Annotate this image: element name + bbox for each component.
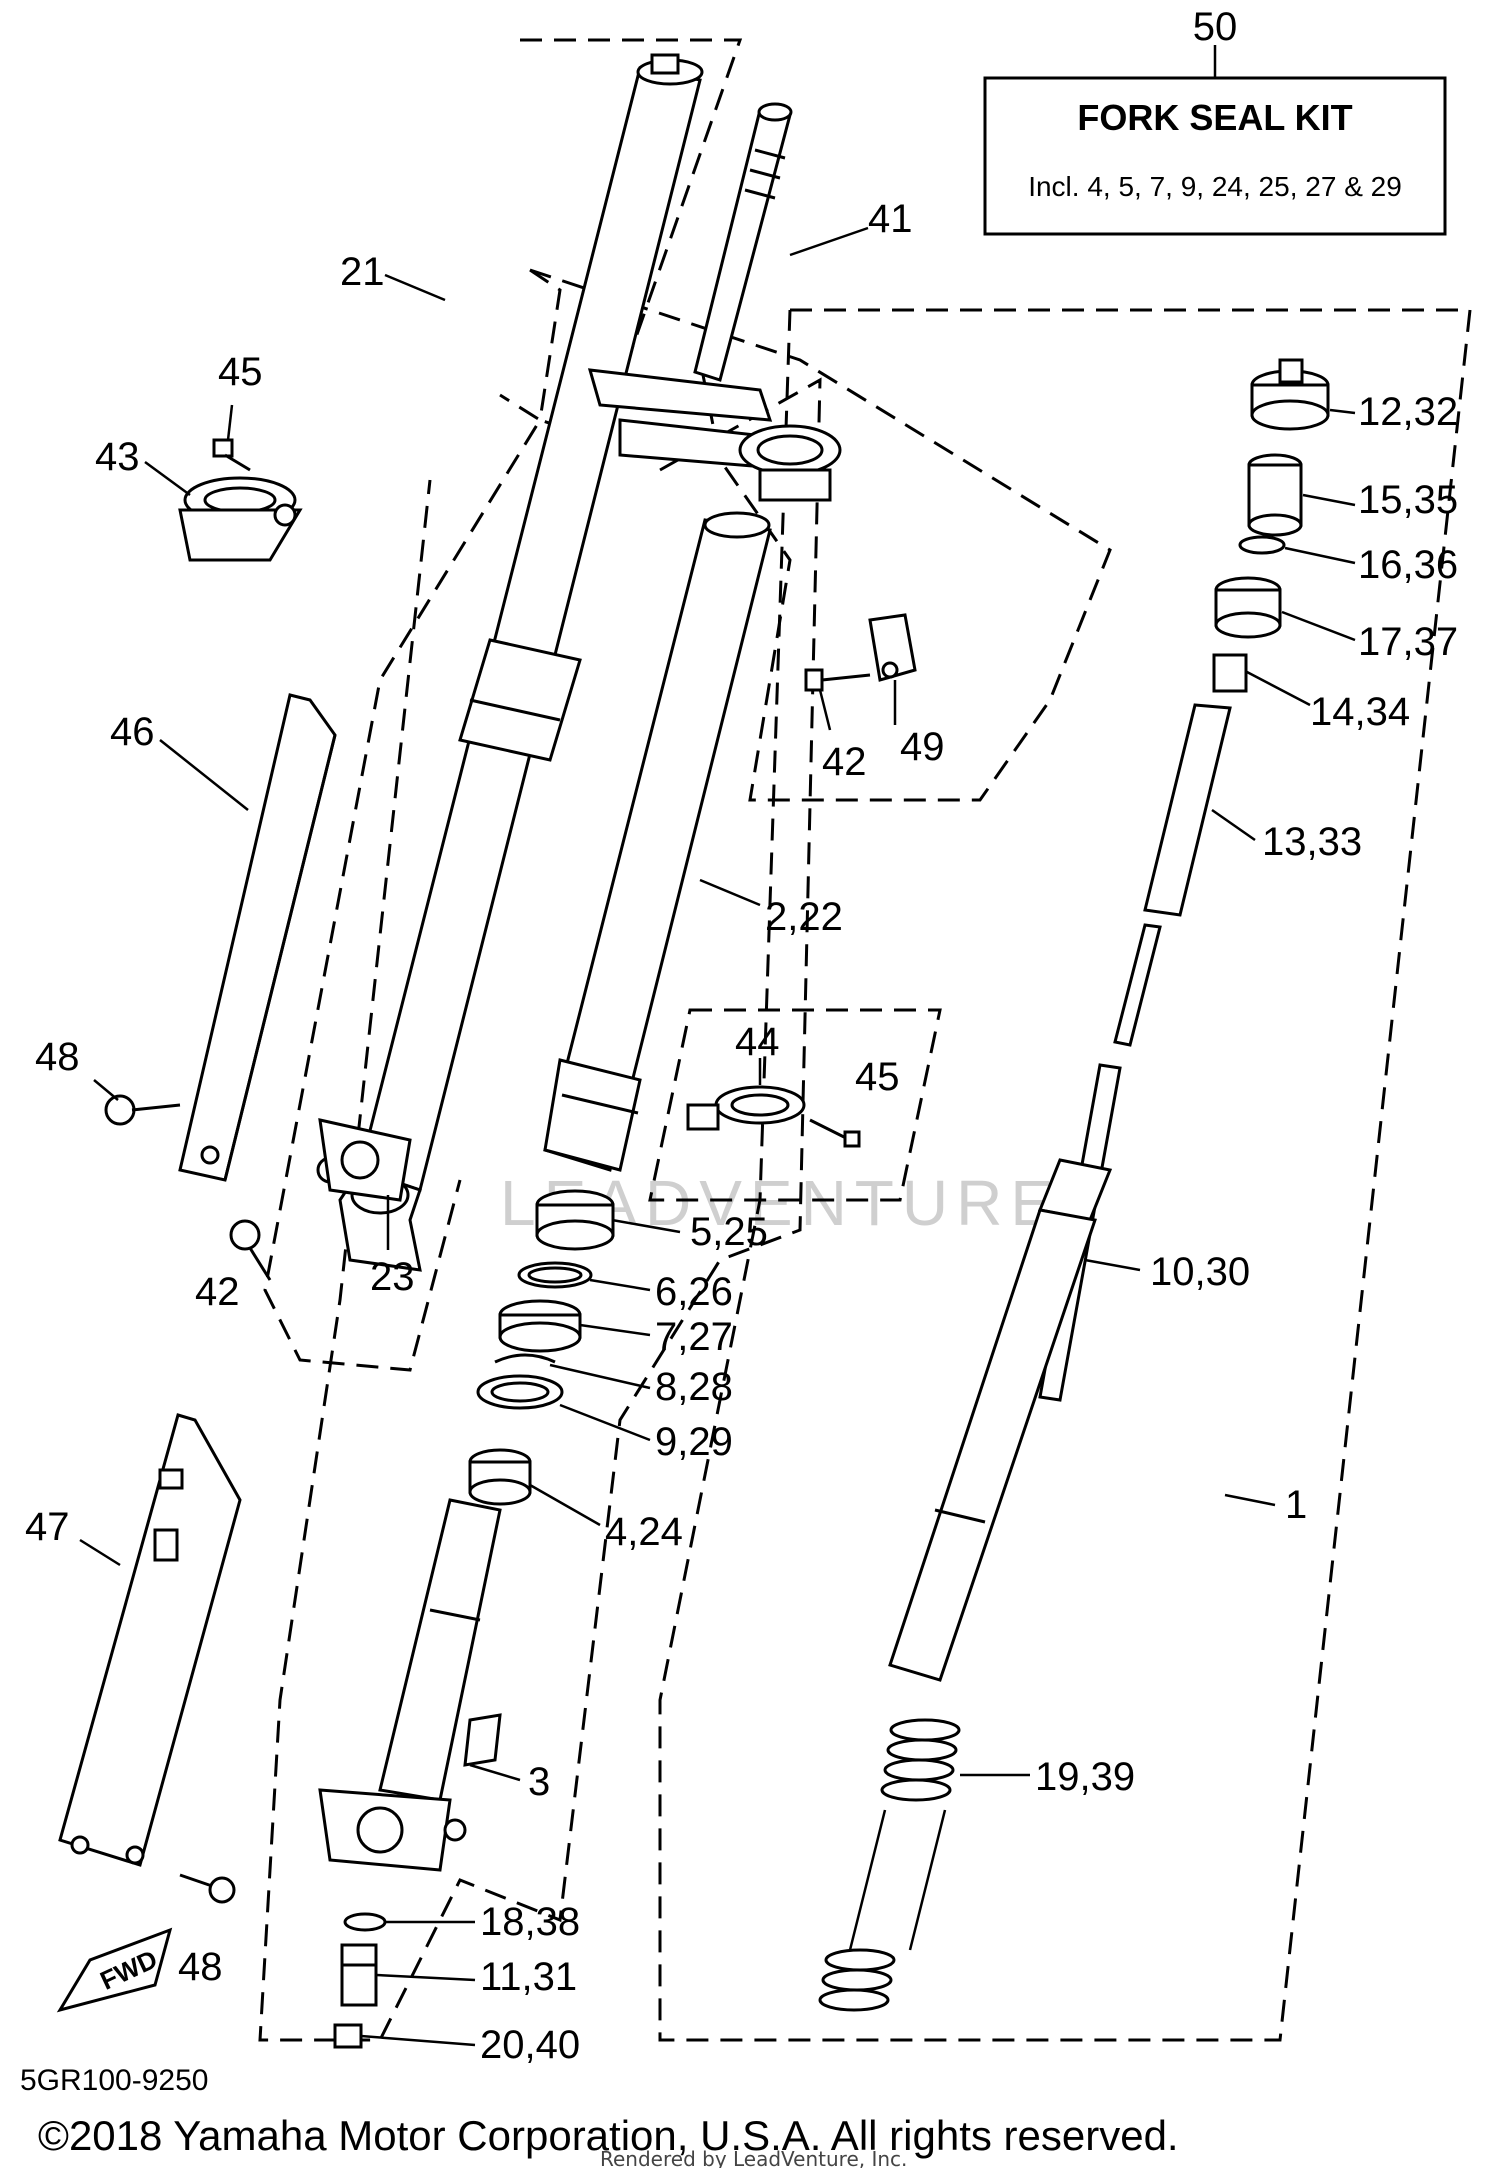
- callout-46: 46: [110, 710, 155, 754]
- part-rod: [1113, 923, 1162, 1047]
- callout-48a: 48: [35, 1035, 80, 1079]
- callout-16: 16,36: [1358, 543, 1458, 587]
- part-45-bolt: [212, 438, 251, 472]
- callout-45b: 45: [855, 1055, 900, 1099]
- callout-17: 17,37: [1358, 620, 1458, 664]
- callout-20: 20,40: [480, 2023, 580, 2067]
- callout-labels: 50 41 21 45 43 12,32 15,35 16,36 17,37 1…: [25, 5, 1458, 2067]
- part-46-guard: [178, 693, 337, 1182]
- outline-clamp: [529, 268, 1112, 802]
- part-47-guard: [58, 1413, 242, 1867]
- callout-18: 18,38: [480, 1900, 580, 1944]
- part-21-left-fork: [316, 53, 704, 1272]
- callout-19: 19,39: [1035, 1755, 1135, 1799]
- callout-3: 3: [528, 1760, 550, 1804]
- part-45b-bolt: [809, 1118, 861, 1148]
- callout-23: 23: [370, 1255, 415, 1299]
- part-11-valve: [340, 1943, 378, 2007]
- outline-44: [648, 1008, 942, 1202]
- part-43-clamp: [178, 476, 303, 562]
- callout-43: 43: [95, 435, 140, 479]
- rendered-by: Rendered by LeadVenture, Inc.: [600, 2147, 907, 2168]
- part-42-bolt: [804, 668, 871, 692]
- part-41-steering-stem: [693, 102, 793, 382]
- callout-49: 49: [900, 725, 945, 769]
- callout-47: 47: [25, 1505, 70, 1549]
- outline-21: [263, 38, 743, 1372]
- part-42b-bolt: [229, 1219, 272, 1281]
- callout-41: 41: [868, 197, 913, 241]
- callout-5: 5,25: [690, 1210, 768, 1254]
- copyright: ©2018 Yamaha Motor Corporation, U.S.A. A…: [38, 2112, 1179, 2159]
- callout-44: 44: [735, 1020, 780, 1064]
- callout-7: 7,27: [655, 1315, 733, 1359]
- diagram-code: 5GR100-9250: [20, 2064, 208, 2097]
- part-18-oring: [343, 1912, 387, 1932]
- part-14-nut: [1212, 653, 1248, 693]
- part-13-tube: [1143, 703, 1232, 917]
- callout-1: 1: [1285, 1483, 1307, 1527]
- part-5-bushing: [535, 1189, 615, 1251]
- part-17-collar: [1214, 576, 1282, 639]
- part-10-damper: [888, 1063, 1122, 1682]
- part-44-clamp: [686, 1085, 806, 1131]
- part-6-washer: [517, 1261, 593, 1289]
- callout-2: 2,22: [765, 895, 843, 939]
- callout-4: 4,24: [605, 1510, 683, 1554]
- callout-11: 11,31: [480, 1955, 577, 1999]
- callout-6: 6,26: [655, 1270, 733, 1314]
- callout-42b: 42: [195, 1270, 240, 1314]
- callout-8: 8,28: [655, 1365, 733, 1409]
- outline-3: [258, 377, 822, 2042]
- outline-41: [499, 268, 562, 423]
- callout-42a: 42: [822, 740, 867, 784]
- part-23-holder: [318, 1118, 412, 1202]
- part-9-dust-seal: [476, 1374, 564, 1410]
- part-7-seal: [498, 1299, 582, 1353]
- part-2-outer-tube: [543, 511, 772, 1172]
- callout-12: 12,32: [1358, 390, 1458, 434]
- callout-45a: 45: [218, 350, 263, 394]
- part-48b-bolt: [179, 1873, 236, 1904]
- callout-48b: 48: [178, 1945, 223, 1989]
- part-8-clip: [494, 1353, 556, 1364]
- callout-13: 13,33: [1262, 820, 1362, 864]
- callout-10: 10,30: [1150, 1250, 1250, 1294]
- leader-lines: [79, 226, 1356, 2047]
- part-48-bolt: [104, 1094, 181, 1126]
- part-19-spring: [818, 1718, 961, 2012]
- part-3-lower-tube: [318, 1498, 502, 1872]
- part-15-spacer: [1247, 453, 1303, 537]
- callout-9: 9,29: [655, 1420, 733, 1464]
- part-4-bushing: [468, 1448, 532, 1506]
- part-49-plate: [868, 613, 917, 682]
- callout-50: 50: [1193, 5, 1238, 49]
- part-lower-bracket: [587, 368, 842, 502]
- part-16-washer: [1238, 535, 1286, 555]
- callout-15: 15,35: [1358, 478, 1458, 522]
- callout-21: 21: [340, 250, 385, 294]
- fwd-arrow: FWD: [56, 1927, 173, 2013]
- callout-14: 14,34: [1310, 690, 1410, 734]
- part-12-cap: [1250, 358, 1330, 431]
- kit-subtitle: Incl. 4, 5, 7, 9, 24, 25, 27 & 29: [1028, 171, 1402, 202]
- group-outlines: [258, 38, 1472, 2042]
- kit-title: FORK SEAL KIT: [1077, 97, 1352, 138]
- part-20-nut: [333, 2023, 363, 2049]
